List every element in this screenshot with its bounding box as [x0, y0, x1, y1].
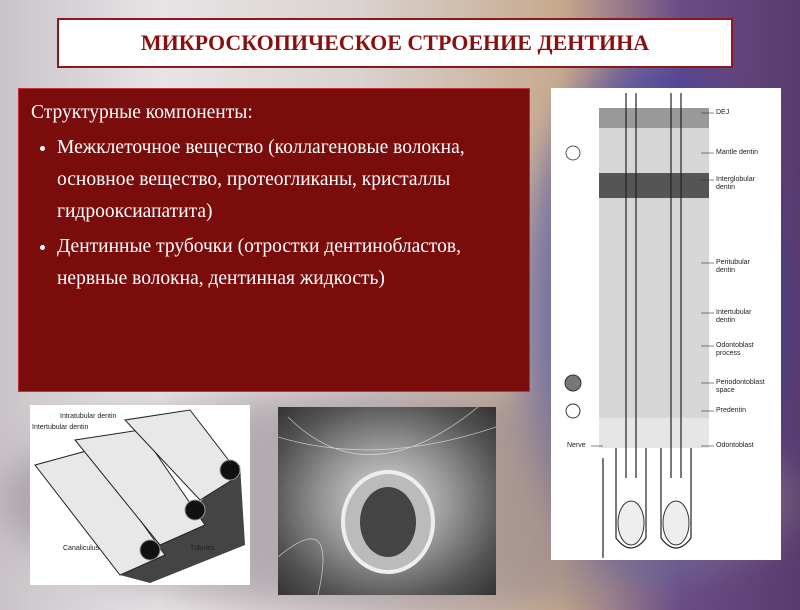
label-odontoblast: Odontoblast	[716, 442, 754, 449]
tubule-3d-diagram: Intratubular dentin Intertubular dentin …	[30, 405, 250, 585]
dentin-tubule-diagram: DEJ Mantle dentin Interglobular dentin P…	[551, 88, 781, 560]
content-box: Структурные компоненты: Межклеточное вещ…	[18, 88, 530, 392]
content-heading: Структурные компоненты:	[31, 102, 253, 123]
label-odontoblast-process: Odontoblast process	[716, 342, 754, 357]
label-dej: DEJ	[716, 109, 730, 116]
label-mantle-dentin: Mantle dentin	[716, 149, 759, 156]
sem-photo	[277, 406, 497, 596]
label-intertubular-dentin: Intertubular dentin	[32, 424, 89, 431]
label-canaliculus: Canaliculus	[63, 545, 100, 552]
label-nerve: Nerve	[567, 442, 586, 449]
bullet-item: Дентинные трубочки (отростки дентиноблас…	[57, 231, 517, 295]
bullet-item: Межклеточное вещество (коллагеновые воло…	[57, 132, 517, 228]
label-predentin: Predentin	[716, 407, 746, 414]
tubule-3d-drawing	[34, 409, 245, 583]
label-intratubular-dentin: Intratubular dentin	[60, 413, 117, 420]
label-tubules: Tubules	[190, 545, 215, 552]
tubule-drawing	[564, 93, 714, 558]
slide-title: МИКРОСКОПИЧЕСКОЕ СТРОЕНИЕ ДЕНТИНА	[57, 18, 733, 68]
label-interglobular-dentin: Interglobular dentin	[716, 176, 755, 191]
label-intertubular-dentin: Intertubular dentin	[716, 309, 752, 324]
label-periodontoblast-space: Periodontoblast space	[716, 379, 765, 394]
label-peritubular-dentin: Peritubular dentin	[716, 259, 750, 274]
sem-tubule-drawing	[277, 406, 497, 596]
